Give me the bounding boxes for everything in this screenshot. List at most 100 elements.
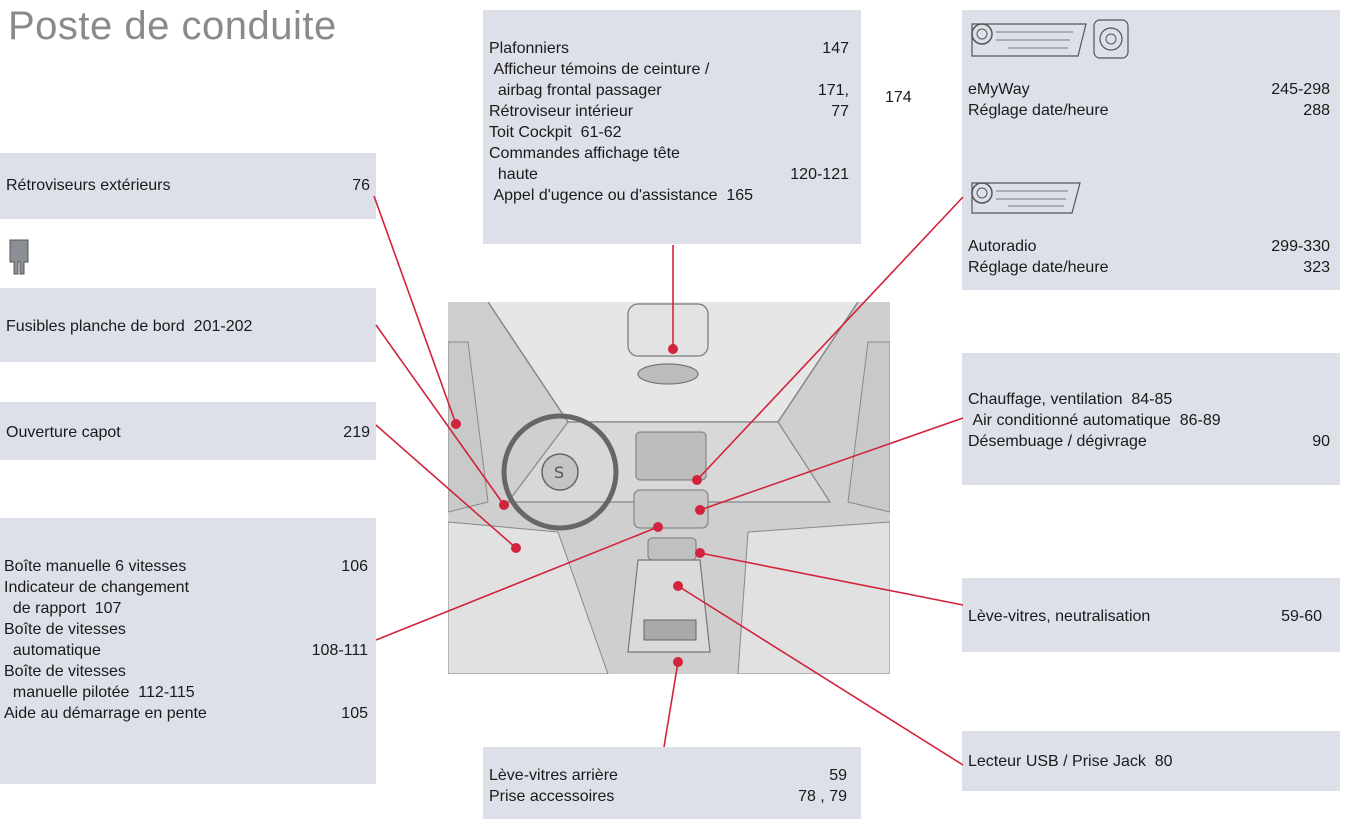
entry-label: Chauffage, ventilation 84-85 — [968, 391, 1173, 408]
box-plafonniers: Plafonniers 147 Afficheur témoins de cein… — [483, 10, 912, 244]
entry-label: Désembuage / dégivrage — [968, 433, 1147, 450]
entry-row: automatique 108-111 — [4, 640, 368, 661]
entry-row: Boîte de vitesses — [4, 619, 368, 640]
entry-row: Réglage date/heure 323 — [968, 257, 1330, 278]
entry-label: Afficheur témoins de ceinture / — [489, 61, 710, 78]
svg-text:S: S — [554, 463, 564, 482]
entry-label: Prise accessoires — [489, 788, 615, 805]
box-levevitres: Lève-vitres, neutralisation 59-60 — [962, 578, 1340, 652]
entry-page-ref: 59 — [829, 767, 847, 784]
cockpit-drawing: S — [448, 302, 890, 674]
entry-page-ref: 108-111 — [311, 642, 368, 659]
entry-row: Réglage date/heure 288 — [968, 100, 1330, 121]
entry-page-ref: 77 — [831, 103, 849, 120]
entry-row: Aide au démarrage en pente 105 — [4, 703, 368, 724]
box-capot: Ouverture capot 219 — [0, 402, 376, 460]
entry-label: Indicateur de changement — [4, 579, 190, 596]
entry-row: Prise accessoires 78 , 79 — [489, 786, 847, 807]
box-rows: Plafonniers 147 Afficheur témoins de cein… — [489, 38, 849, 206]
entry-label: Boîte de vitesses — [4, 663, 126, 680]
entry-page-ref: 59-60 — [1281, 608, 1322, 625]
entry-label: Toit Cockpit 61-62 — [489, 124, 622, 141]
entry-page-ref: 78 , 79 — [798, 788, 847, 805]
box-usb: Lecteur USB / Prise Jack 80 — [962, 731, 1340, 791]
entry-row: Chauffage, ventilation 84-85 — [968, 389, 1330, 410]
box-rows: Lève-vitres, neutralisation 59-60 — [968, 606, 1322, 627]
entry-row: Appel d'ugence ou d'assistance 165 — [489, 185, 849, 206]
entry-label: Appel d'ugence ou d'assistance 165 — [489, 187, 754, 204]
entry-row: manuelle pilotée 112-115 — [4, 682, 368, 703]
entry-label: Réglage date/heure — [968, 102, 1109, 119]
entry-page-ref: 299-330 — [1271, 238, 1330, 255]
entry-label: Fusibles planche de bord 201-202 — [6, 318, 253, 335]
entry-page-ref: 288 — [1303, 102, 1330, 119]
entry-page-ref: 323 — [1303, 259, 1330, 276]
entry-label: Rétroviseurs extérieurs — [6, 177, 171, 194]
entry-page-ref: 219 — [343, 424, 370, 441]
entry-label: Réglage date/heure — [968, 259, 1109, 276]
entry-label: Rétroviseur intérieur — [489, 103, 634, 120]
box-rows: Lecteur USB / Prise Jack 80 — [968, 751, 1330, 772]
entry-label: Commandes affichage tête — [489, 145, 680, 162]
entry-page-ref: 76 — [352, 177, 370, 194]
entry-label: manuelle pilotée 112-115 — [4, 684, 195, 701]
entry-page-ref: 171, — [817, 82, 849, 99]
entry-row: Indicateur de changement — [4, 577, 368, 598]
entry-row: haute 120-121 — [489, 164, 849, 185]
entry-label: Ouverture capot — [6, 424, 121, 441]
entry-row: Plafonniers 147 — [489, 38, 849, 59]
box-rows: Fusibles planche de bord 201-202 — [6, 316, 370, 337]
page-title: Poste de conduite — [8, 4, 337, 48]
entry-row: Boîte de vitesses — [4, 661, 368, 682]
entry-row: Toit Cockpit 61-62 — [489, 122, 849, 143]
entry-row: de rapport 107 — [4, 598, 368, 619]
box-rows: Chauffage, ventilation 84-85 Air conditi… — [968, 389, 1330, 452]
page-ref-extra: 174 — [885, 89, 912, 106]
entry-page-ref: 105 — [341, 705, 368, 722]
entry-label: Air conditionné automatique 86-89 — [968, 412, 1221, 429]
entry-label: automatique — [4, 642, 101, 659]
entry-row: Boîte manuelle 6 vitesses 106 — [4, 556, 368, 577]
entry-row: Rétroviseurs extérieurs 76 — [6, 175, 370, 196]
entry-page-ref: 106 — [341, 558, 368, 575]
box-fusibles: Fusibles planche de bord 201-202 — [0, 288, 376, 362]
entry-row: Lève-vitres arrière 59 — [489, 765, 847, 786]
entry-row: Afficheur témoins de ceinture / — [489, 59, 849, 80]
entry-row: Fusibles planche de bord 201-202 — [6, 316, 370, 337]
entry-page-ref: 245-298 — [1271, 81, 1330, 98]
box-rows: Ouverture capot 219 — [6, 422, 370, 443]
fuse-icon — [9, 239, 29, 275]
entry-row: Désembuage / dégivrage 90 — [968, 431, 1330, 452]
entry-row: airbag frontal passager 171, — [489, 80, 849, 101]
entry-row: Lecteur USB / Prise Jack 80 — [968, 751, 1330, 772]
entry-page-ref: 147 — [822, 40, 849, 57]
entry-row: Lève-vitres, neutralisation 59-60 — [968, 606, 1322, 627]
entry-label: Lève-vitres, neutralisation — [968, 608, 1151, 625]
entry-label: de rapport 107 — [4, 600, 122, 617]
entry-row: Rétroviseur intérieur 77 — [489, 101, 849, 122]
entry-label: Plafonniers — [489, 40, 570, 57]
entry-label: airbag frontal passager — [489, 82, 662, 99]
entry-page-ref: 90 — [1312, 433, 1330, 450]
cockpit-illustration: S — [448, 302, 890, 674]
entry-label: Aide au démarrage en pente — [4, 705, 207, 722]
entry-label: Boîte manuelle 6 vitesses — [4, 558, 187, 575]
entry-page-ref: 120-121 — [790, 166, 849, 183]
navigation-device-icon — [971, 19, 1129, 59]
entry-label: Boîte de vitesses — [4, 621, 126, 638]
entry-label: haute — [489, 166, 538, 183]
entry-row: Commandes affichage tête — [489, 143, 849, 164]
entry-row: Air conditionné automatique 86-89 — [968, 410, 1330, 431]
entry-label: Autoradio — [968, 238, 1037, 255]
entry-row: Autoradio 299-330 — [968, 236, 1330, 257]
entry-label: Lève-vitres arrière — [489, 767, 618, 784]
box-rows: Rétroviseurs extérieurs 76 — [6, 175, 370, 196]
radio-device-icon — [971, 182, 1081, 214]
